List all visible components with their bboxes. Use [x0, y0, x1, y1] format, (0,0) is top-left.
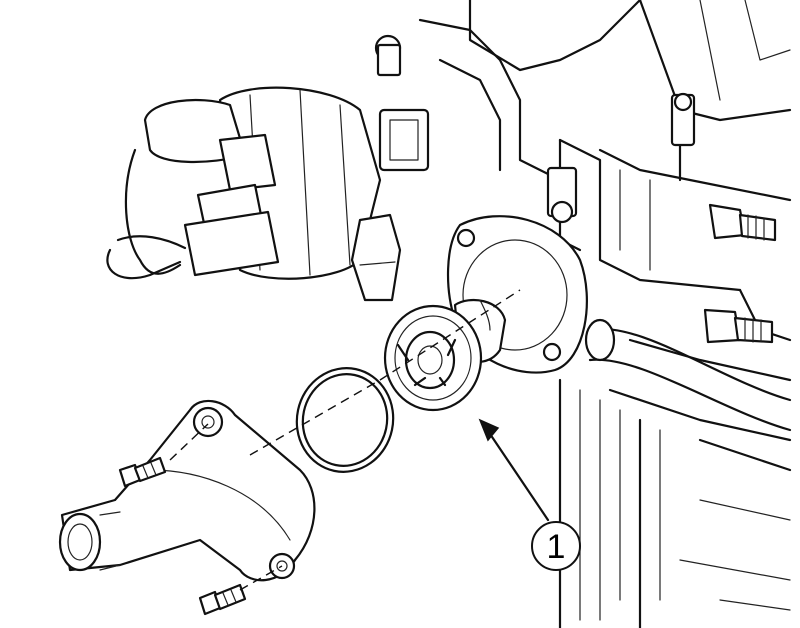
callout-circle	[531, 521, 581, 571]
stud-lower	[703, 308, 774, 344]
thermostat-housing	[58, 399, 316, 582]
thermostat	[383, 298, 507, 412]
distributor	[106, 34, 430, 302]
sealing-ring	[295, 367, 395, 473]
callout-arrowhead	[478, 418, 500, 442]
callout-number: 1	[547, 528, 566, 566]
alignment-lines	[169, 289, 521, 591]
callout-1: 1	[478, 418, 581, 571]
stud-upper	[708, 203, 777, 242]
bolt-lower	[198, 583, 247, 616]
engine-block	[418, 0, 792, 628]
bolt-upper	[118, 456, 167, 488]
